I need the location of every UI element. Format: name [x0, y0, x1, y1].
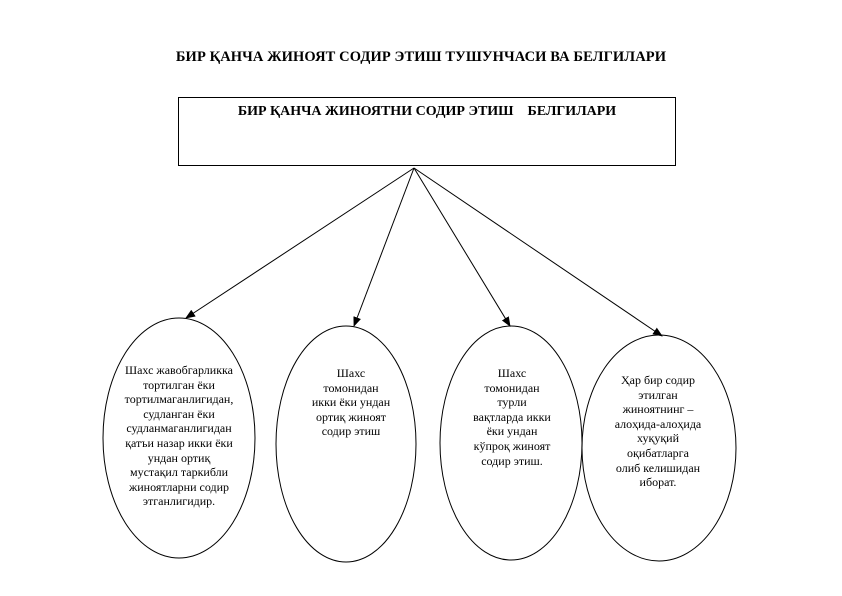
node-1-line: жиноятларни содир — [128, 479, 230, 494]
node-4-text: Ҳар бир содир этилган жиноятнинг – алоҳи… — [598, 373, 718, 490]
arrow-to-node-1 — [185, 167, 415, 319]
node-3-line: ёки ундан — [486, 424, 538, 439]
node-2-line: икки ёки ундан — [311, 395, 391, 410]
node-4-line: этилган — [638, 387, 678, 402]
node-4-line: оқибатларга — [627, 445, 689, 460]
node-2-text: Шахс томонидан икки ёки ундан ортиқ жино… — [291, 366, 411, 439]
node-4-oval — [581, 334, 737, 562]
node-2-line: ортиқ жиноят — [315, 409, 386, 424]
node-4-line: иборат. — [639, 475, 677, 490]
node-3-line: томонидан — [484, 380, 540, 395]
header-box-label: БИР ҚАНЧА ЖИНОЯТНИ СОДИР ЭТИШ БЕЛГИЛАРИ — [237, 104, 617, 119]
node-3-line: содир этиш. — [481, 453, 543, 468]
node-3-line: вақтларда икки — [473, 409, 551, 424]
node-1-line: қатъи назар икки ёки — [125, 435, 233, 450]
node-1-line: Шахс жавобгарликка — [124, 363, 234, 377]
node-1-line: судланган ёки — [143, 406, 215, 421]
node-4-line: хуқуқий — [636, 431, 680, 446]
node-1-line: тортилмаганлигидан, — [124, 392, 234, 407]
arrow-to-node-3 — [413, 167, 511, 327]
node-1-line: тортилган ёки — [143, 377, 215, 392]
node-2-line: Шахс — [336, 366, 366, 380]
header-box: БИР ҚАНЧА ЖИНОЯТНИ СОДИР ЭТИШ БЕЛГИЛАРИ — [178, 97, 676, 166]
node-4-line: жиноятнинг – — [622, 402, 694, 417]
node-1-text: Шахс жавобгарликка тортилган ёки тортилм… — [104, 363, 254, 509]
node-4-line: алоҳида-алоҳида — [614, 416, 702, 431]
node-1-line: ундан ортиқ — [147, 450, 211, 465]
node-4-line: Ҳар бир содир — [620, 373, 696, 387]
node-3-line: кўпроқ жиноят — [473, 438, 551, 453]
page-title: БИР ҚАНЧА ЖИНОЯТ СОДИР ЭТИШ ТУШУНЧАСИ ВА… — [175, 49, 667, 65]
node-4-line: олиб келишидан — [615, 460, 701, 475]
arrow-to-node-2 — [353, 167, 415, 327]
node-1-line: судланмаганлигидан — [126, 421, 232, 436]
node-2-line: томонидан — [323, 380, 379, 395]
node-1-line: мустақил таркибли — [129, 465, 229, 480]
node-3-line: турли — [497, 395, 527, 410]
node-3-line: Шахс — [497, 366, 527, 380]
node-1-oval — [102, 317, 256, 559]
arrow-to-node-4 — [413, 167, 663, 337]
node-3-text: Шахс томонидан турли вақтларда икки ёки … — [452, 366, 572, 468]
node-2-oval — [275, 325, 417, 563]
node-1-line: этганлигидир. — [142, 494, 216, 509]
node-2-line: содир этиш — [321, 424, 381, 439]
